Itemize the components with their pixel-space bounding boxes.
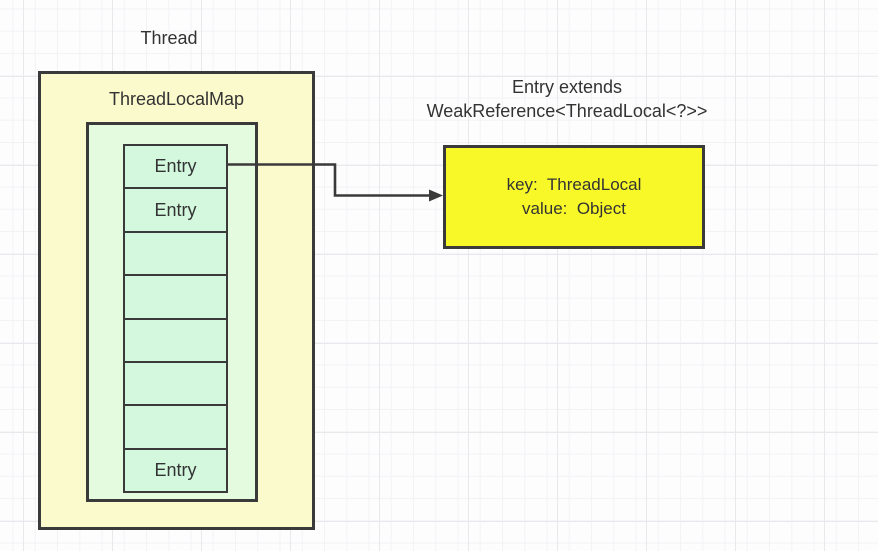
entry-table: Entry Entry Entry: [123, 144, 228, 493]
arrow-line: [228, 163, 430, 197]
thread-label: Thread: [140, 28, 198, 48]
entry-note: Entry extends WeakReference<ThreadLocal<…: [402, 75, 732, 123]
entry-cell-8: Entry: [125, 447, 226, 491]
entry-reference-arrow: [228, 163, 443, 202]
entry-cell-6: [125, 360, 226, 405]
arrow-head-icon: [429, 189, 443, 202]
entry-cell-3: [125, 230, 226, 275]
threadlocalmap-title: ThreadLocalMap: [108, 89, 245, 109]
entry-cell-2: Entry: [125, 187, 226, 231]
entry-cell-5: [125, 317, 226, 361]
entry-cell-4: [125, 274, 226, 318]
entry-cell-1: Entry: [125, 146, 226, 188]
entry-note-line2: WeakReference<ThreadLocal<?>>: [426, 101, 708, 121]
entry-detail-box: key: ThreadLocal value: Object: [443, 145, 705, 249]
entry-detail-key: key: ThreadLocal: [506, 175, 642, 194]
entry-detail-value: value: Object: [522, 199, 626, 218]
entry-note-line1: Entry extends: [511, 77, 623, 97]
entry-cell-7: [125, 404, 226, 448]
